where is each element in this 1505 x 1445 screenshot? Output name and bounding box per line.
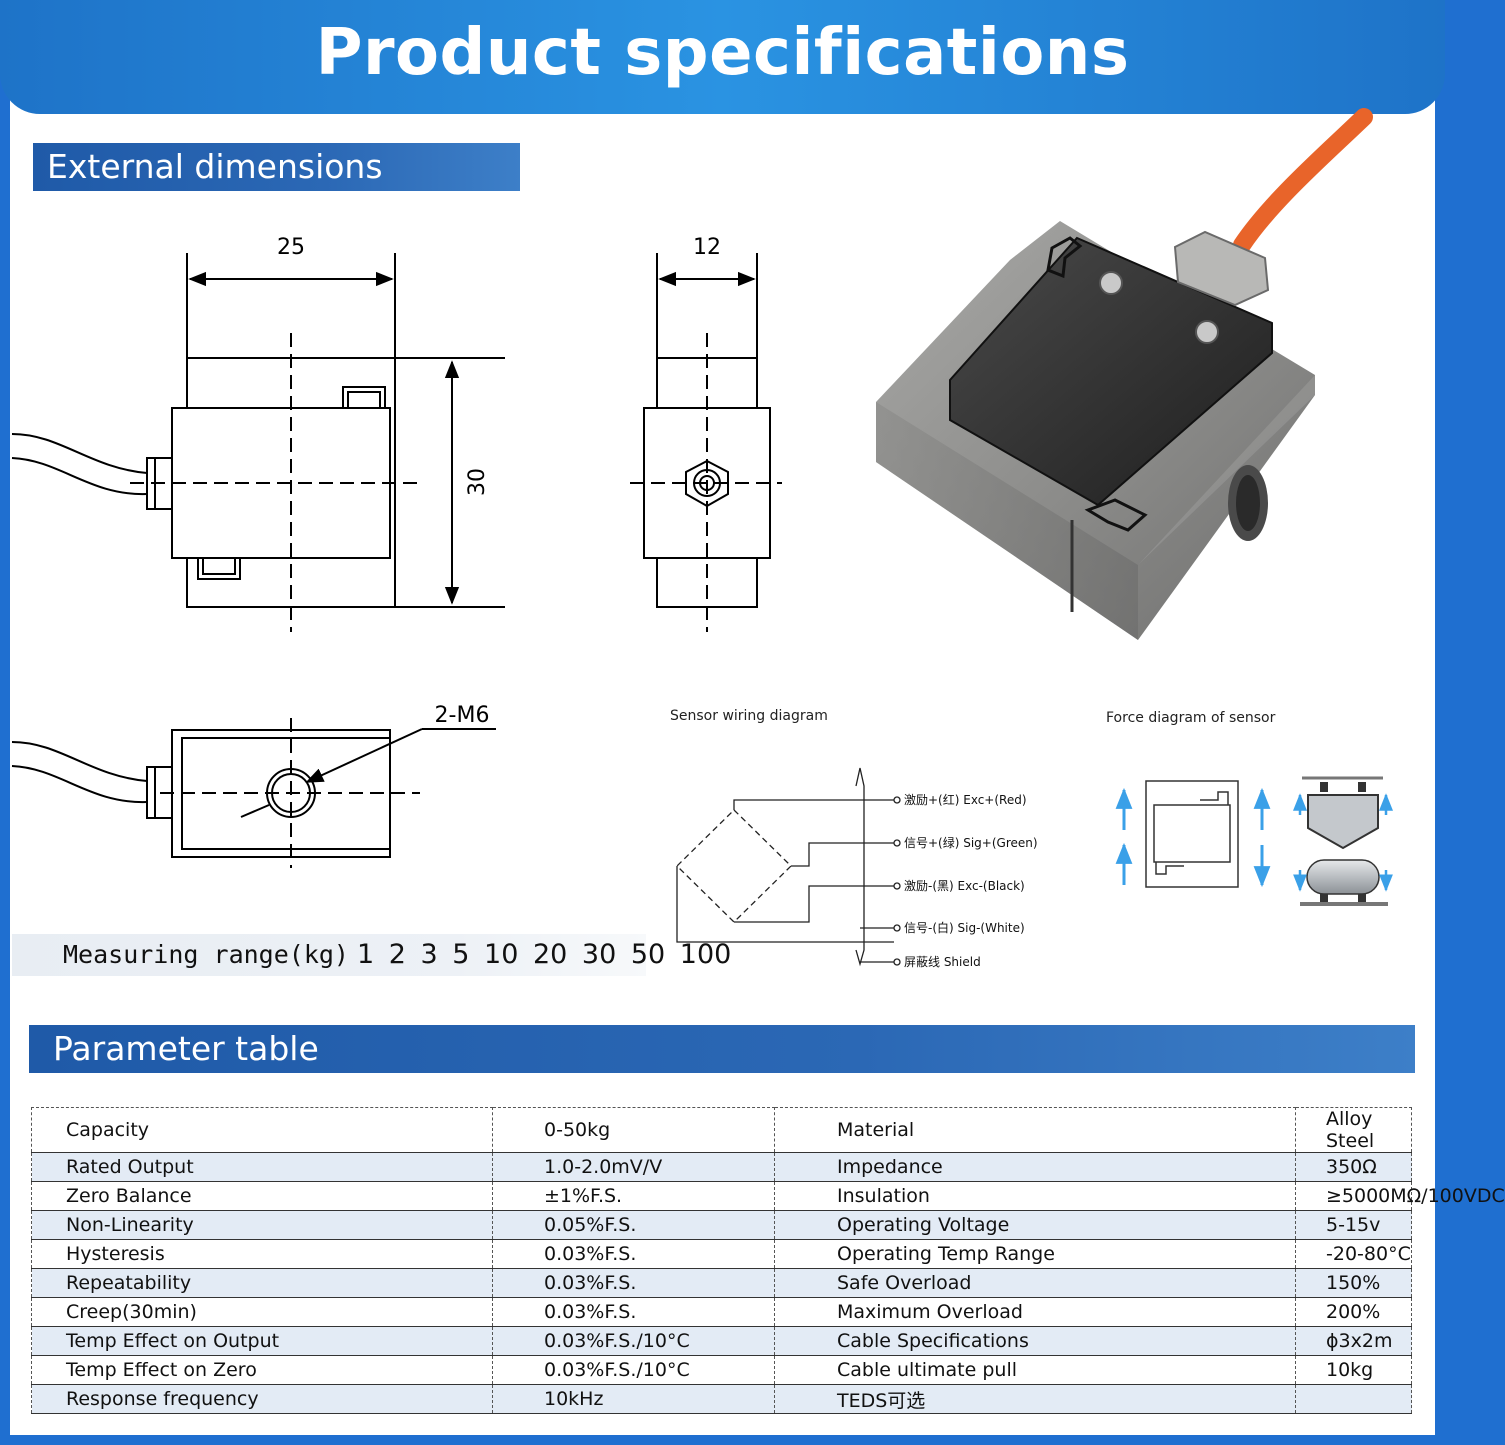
dim-height-label: 30 — [465, 468, 490, 496]
param-name: Rated Output — [31, 1152, 493, 1182]
param-name: Temp Effect on Output — [31, 1326, 493, 1356]
param-name: Safe Overload — [774, 1268, 1296, 1298]
dim-width-label: 25 — [277, 235, 305, 260]
param-value: ±1%F.S. — [492, 1181, 775, 1211]
wire-exc-minus: 激励-(黑) Exc-(Black) — [904, 879, 1025, 893]
page-title: Product specifications — [315, 16, 1130, 90]
param-name: Material — [774, 1107, 1296, 1153]
parameter-table-heading: Parameter table — [29, 1025, 1415, 1073]
table-row: Rated Output 1.0-2.0mV/V Impedance 350Ω — [31, 1152, 1412, 1182]
measuring-range-strip: Measuring range(kg)1 2 3 5 10 20 30 50 1… — [12, 934, 731, 976]
param-value: 10kg — [1295, 1355, 1412, 1385]
wiring-diagram — [676, 767, 901, 967]
param-name: Capacity — [31, 1107, 493, 1153]
param-value: ϕ3x2m — [1295, 1326, 1412, 1356]
param-value: 150% — [1295, 1268, 1412, 1298]
param-name: Cable ultimate pull — [774, 1355, 1296, 1385]
measuring-range-label: Measuring range(kg) — [63, 940, 349, 969]
param-value: 0-50kg — [492, 1107, 775, 1153]
param-name: Repeatability — [31, 1268, 493, 1298]
param-value: 200% — [1295, 1297, 1412, 1327]
parameter-table: Capacity 0-50kg Material Alloy Steel Rat… — [31, 1107, 1505, 1414]
bottom-view-drawing — [11, 718, 496, 868]
table-row: Non-Linearity 0.05%F.S. Operating Voltag… — [31, 1210, 1412, 1240]
table-row: Creep(30min) 0.03%F.S. Maximum Overload … — [31, 1297, 1412, 1327]
table-row: Repeatability 0.03%F.S. Safe Overload 15… — [31, 1268, 1412, 1298]
wiring-diagram-title: Sensor wiring diagram — [670, 708, 828, 724]
param-name: Temp Effect on Zero — [31, 1355, 493, 1385]
table-row: Temp Effect on Output 0.03%F.S./10°C Cab… — [31, 1326, 1412, 1356]
wire-shield: 屏蔽线 Shield — [904, 955, 981, 969]
param-value: 350Ω — [1295, 1152, 1412, 1182]
param-name: Operating Temp Range — [774, 1239, 1296, 1269]
param-name: Hysteresis — [31, 1239, 493, 1269]
param-name: Operating Voltage — [774, 1210, 1296, 1240]
table-row: Capacity 0-50kg Material Alloy Steel — [31, 1107, 1412, 1153]
param-value: 0.03%F.S. — [492, 1268, 775, 1298]
thread-label: 2-M6 — [435, 703, 490, 728]
param-value: Alloy Steel — [1295, 1107, 1412, 1153]
force-diagram-title: Force diagram of sensor — [1106, 710, 1276, 726]
param-name: Zero Balance — [31, 1181, 493, 1211]
param-value: 0.05%F.S. — [492, 1210, 775, 1240]
param-value: 0.03%F.S./10°C — [492, 1326, 775, 1356]
measuring-range-values: 1 2 3 5 10 20 30 50 100 — [356, 939, 732, 970]
title-banner: Product specifications — [0, 0, 1445, 114]
param-value: -20-80°C — [1295, 1239, 1412, 1269]
table-row: Response frequency 10kHz TEDS可选 — [31, 1384, 1412, 1414]
param-value: 5-15v — [1295, 1210, 1412, 1240]
param-value: 0.03%F.S. — [492, 1297, 775, 1327]
param-value: 0.03%F.S. — [492, 1239, 775, 1269]
wire-exc-plus: 激励+(红) Exc+(Red) — [904, 792, 1027, 807]
param-name: Creep(30min) — [31, 1297, 493, 1327]
param-value: 0.03%F.S./10°C — [492, 1355, 775, 1385]
table-row: Temp Effect on Zero 0.03%F.S./10°C Cable… — [31, 1355, 1412, 1385]
load-cell-photo — [876, 108, 1373, 640]
param-value — [1295, 1384, 1412, 1414]
wire-sig-minus: 信号-(白) Sig-(White) — [904, 920, 1025, 935]
param-value: 1.0-2.0mV/V — [492, 1152, 775, 1182]
wire-sig-plus: 信号+(绿) Sig+(Green) — [904, 835, 1038, 850]
table-row: Zero Balance ±1%F.S. Insulation ≥5000MΩ/… — [31, 1181, 1505, 1211]
param-name: Response frequency — [31, 1384, 493, 1414]
param-value: 10kHz — [492, 1384, 775, 1414]
technical-drawings: 25 30 12 — [11, 108, 1393, 969]
param-name: TEDS可选 — [774, 1384, 1296, 1414]
external-dimensions-heading: External dimensions — [33, 143, 520, 191]
side-view-drawing — [630, 253, 782, 632]
table-row: Hysteresis 0.03%F.S. Operating Temp Rang… — [31, 1239, 1412, 1269]
dim-depth-label: 12 — [693, 235, 721, 260]
front-view-drawing — [11, 253, 505, 632]
param-name: Insulation — [774, 1181, 1296, 1211]
force-diagram — [1115, 776, 1393, 906]
param-name: Maximum Overload — [774, 1297, 1296, 1327]
param-value: ≥5000MΩ/100VDC — [1295, 1181, 1505, 1211]
param-name: Impedance — [774, 1152, 1296, 1182]
param-name: Non-Linearity — [31, 1210, 493, 1240]
param-name: Cable Specifications — [774, 1326, 1296, 1356]
